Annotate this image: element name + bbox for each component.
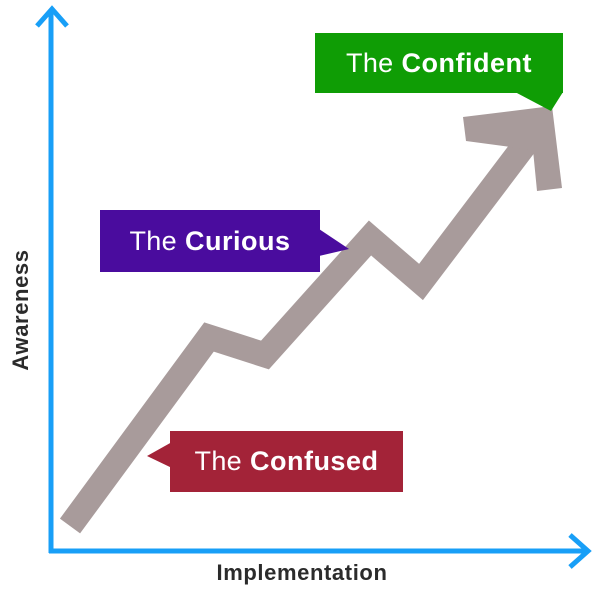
label-name: Curious [184,225,291,256]
label-prefix: The [194,446,242,476]
label-the-confused: The Confused [170,431,403,492]
label-name: Confident [401,47,532,78]
label-the-curious: The Curious [100,210,320,272]
label-prefix: The [129,225,177,256]
label-prefix: The [346,47,394,78]
curious-bubble-tail [319,229,349,256]
y-axis-label: Awareness [8,249,33,371]
confused-bubble-tail [147,442,172,468]
confident-bubble-tail [515,92,563,111]
label-name: Confused [249,446,379,476]
zigzag-arrowhead-icon [463,106,562,191]
zigzag-arrow-shaft [59,134,537,534]
y-axis-arrow-icon [35,5,69,28]
x-axis-arrow-icon [568,533,592,569]
x-axis-label: Implementation [216,560,388,585]
label-the-confident: The Confident [315,33,563,93]
